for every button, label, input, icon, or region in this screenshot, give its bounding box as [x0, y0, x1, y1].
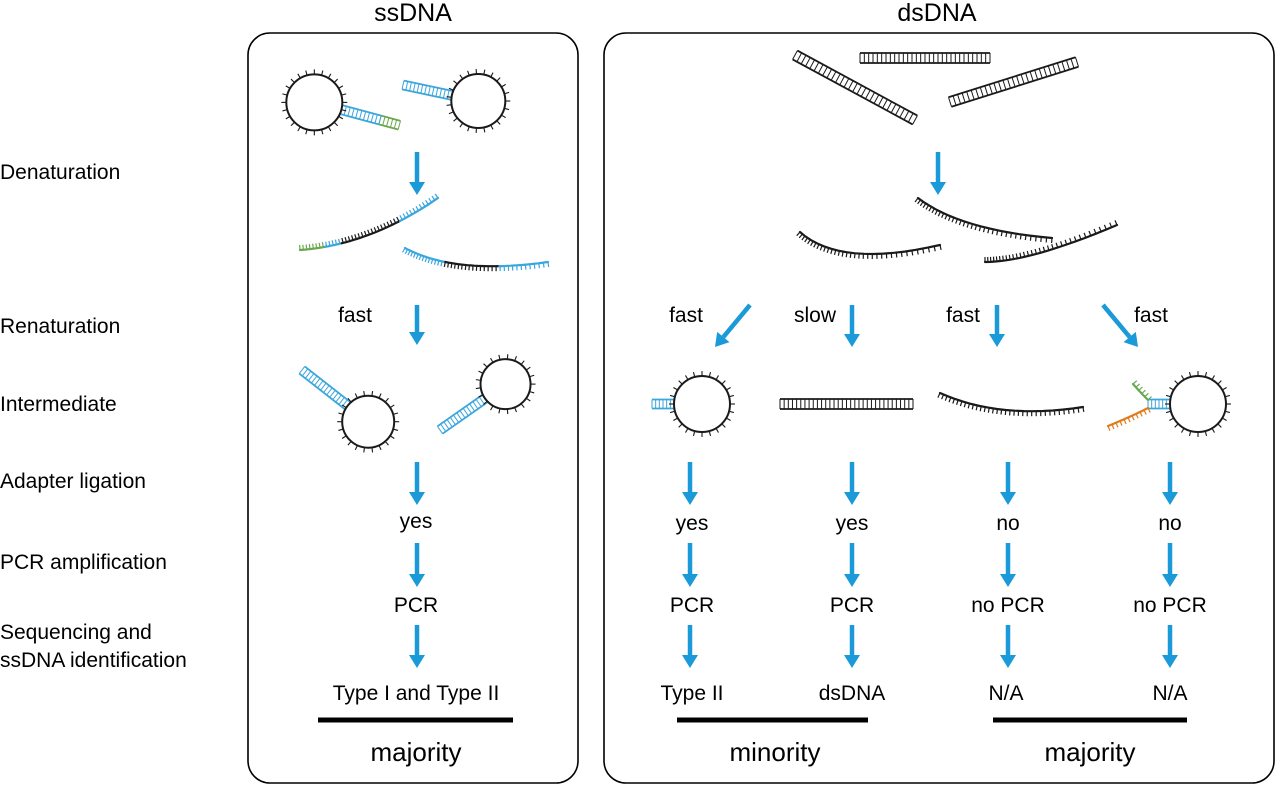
dsdna-col1-speed: fast	[669, 304, 703, 327]
ssdna-hairpin-b	[401, 69, 511, 133]
ssdna-intermediate-a	[298, 365, 400, 453]
ssdna-speed: fast	[338, 304, 372, 327]
dsdna-col4-ligation: no	[1158, 512, 1182, 535]
arrows	[409, 152, 1178, 668]
ssdna-denatured-strands	[298, 193, 550, 272]
dsdna-top-rods	[792, 49, 1079, 126]
ssdna-pcr: PCR	[393, 594, 439, 617]
dsdna-arrow-pcr-4	[1162, 543, 1178, 587]
dsdna-col4-result: N/A	[1152, 682, 1188, 705]
ssdna-hairpin-a	[281, 69, 401, 136]
dsdna-arrow-renat-2	[844, 305, 860, 347]
ssdna-result: Type I and Type II	[332, 682, 500, 705]
dsdna-arrow-seq-2	[844, 625, 860, 668]
dsdna-arrow-renat-4	[1101, 303, 1138, 347]
dsdna-col4-speed: fast	[1134, 304, 1168, 327]
step-sequencing-line1: Sequencing and	[0, 621, 152, 644]
dsdna-arrow-ligation-2	[844, 462, 860, 505]
dsdna-arrow-ligation-1	[682, 462, 698, 505]
dsdna-col3-ligation: no	[996, 512, 1020, 535]
dsdna-arrow-pcr-2	[844, 543, 860, 587]
dsdna-arrow-renat-3	[989, 305, 1005, 347]
dsdna-group-majority: majority	[1044, 737, 1136, 767]
dsdna-denatured-strands	[796, 196, 1119, 264]
dsdna-intermediate-1	[651, 371, 735, 437]
step-denaturation: Denaturation	[0, 161, 121, 184]
dsdna-col1-result: Type II	[660, 682, 724, 705]
step-pcr-amplification: PCR amplification	[0, 551, 167, 574]
dsdna-intermediate-3	[937, 391, 1085, 417]
dsdna-col3-pcr: no PCR	[971, 594, 1045, 617]
dsdna-col3-speed: fast	[946, 304, 980, 327]
ssdna-arrow-ligation	[409, 462, 425, 505]
dsdna-col1-ligation: yes	[675, 512, 709, 535]
ssdna-ligation: yes	[399, 510, 433, 533]
dsdna-col4-pcr: no PCR	[1133, 594, 1207, 617]
ssdna-arrow-denaturation	[409, 152, 425, 195]
dsdna-group-minority: minority	[729, 737, 821, 767]
ssdna-group: majority	[370, 737, 462, 767]
dsdna-arrow-seq-3	[1000, 625, 1016, 668]
dsdna-arrow-denaturation	[930, 152, 946, 195]
dsdna-arrow-seq-1	[682, 625, 698, 668]
dsdna-arrow-pcr-1	[682, 543, 698, 587]
dsdna-col2-speed: slow	[793, 304, 837, 327]
ssdna-panel	[247, 32, 579, 784]
dsdna-intermediate-2	[779, 398, 914, 410]
dsdna-arrow-seq-4	[1162, 625, 1178, 668]
dsdna-col2-ligation: yes	[835, 512, 869, 535]
header-ssdna: ssDNA	[374, 0, 452, 27]
dsdna-intermediate-4	[1106, 371, 1231, 437]
dsdna-arrow-renat-1	[715, 303, 752, 347]
dsdna-col2-result: dsDNA	[818, 682, 886, 705]
step-adapter-ligation: Adapter ligation	[0, 470, 146, 493]
dsdna-col3-result: N/A	[988, 682, 1024, 705]
dsdna-arrow-ligation-3	[1000, 462, 1016, 505]
dsdna-panel	[603, 32, 1275, 784]
ssdna-arrow-seq	[409, 625, 425, 668]
step-intermediate: Intermediate	[0, 393, 117, 416]
molecules	[281, 49, 1231, 453]
ssdna-arrow-pcr	[409, 543, 425, 587]
dsdna-col2-pcr: PCR	[829, 594, 875, 617]
step-renaturation: Renaturation	[0, 315, 121, 338]
dsdna-arrow-ligation-4	[1162, 462, 1178, 505]
ssdna-intermediate-b	[436, 354, 536, 435]
step-sequencing-line2: ssDNA identification	[0, 649, 187, 672]
dsdna-arrow-pcr-3	[1000, 543, 1016, 587]
ssdna-arrow-renaturation	[409, 305, 425, 345]
header-dsdna: dsDNA	[897, 0, 977, 27]
dsdna-col1-pcr: PCR	[669, 594, 715, 617]
